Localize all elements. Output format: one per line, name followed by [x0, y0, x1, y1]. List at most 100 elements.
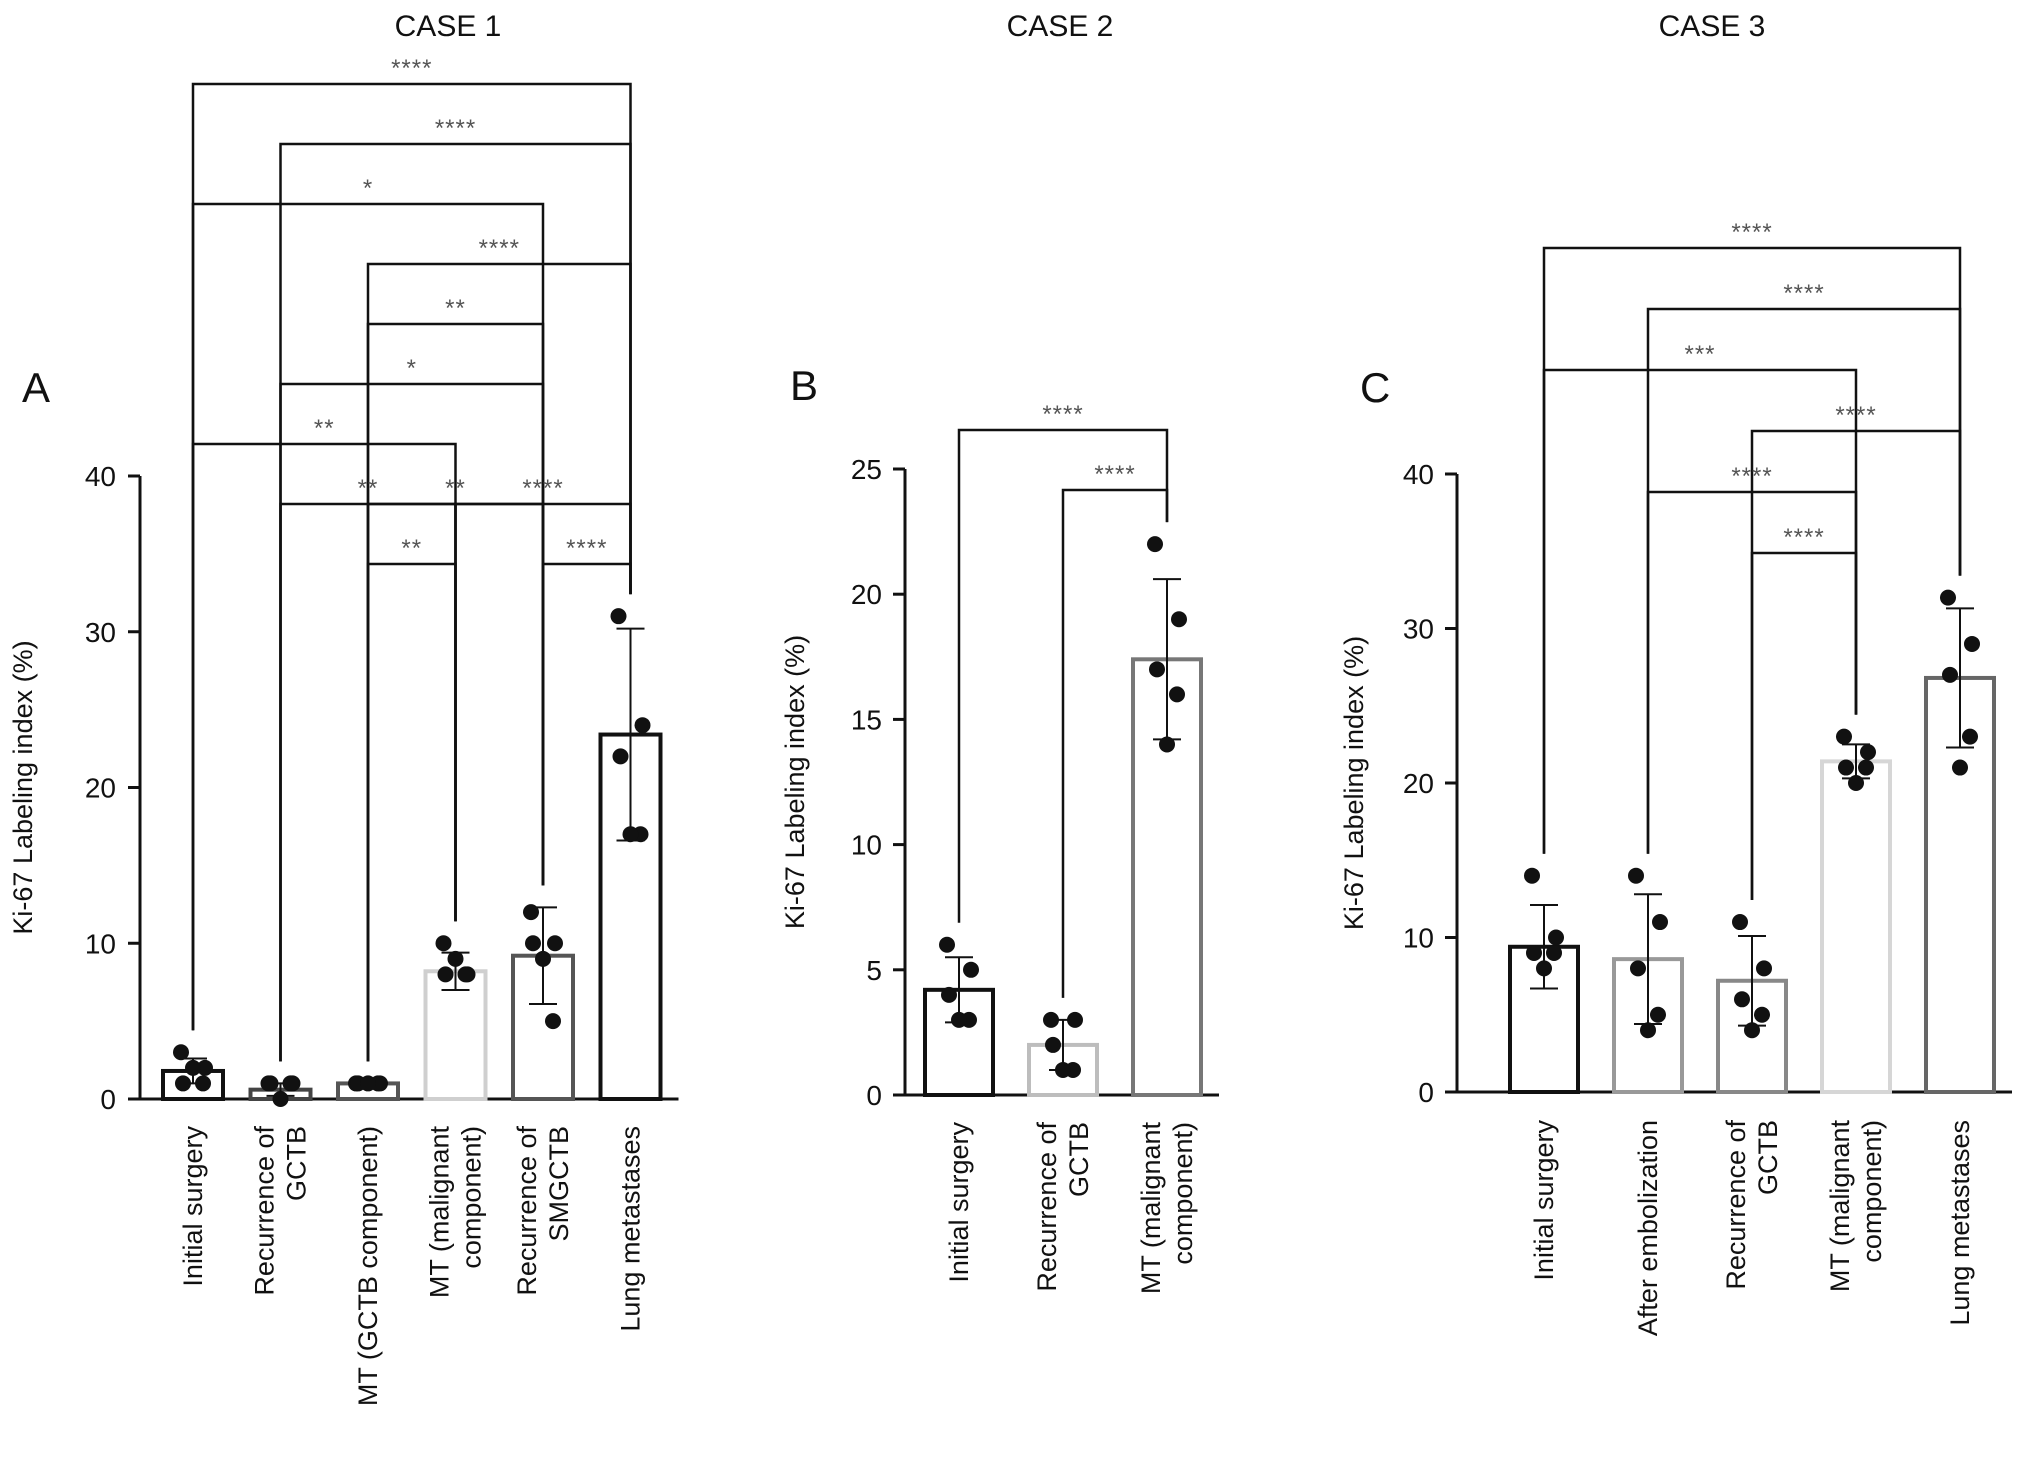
- significance-stars: ****: [522, 475, 563, 502]
- significance-stars: **: [445, 475, 466, 502]
- significance-stars: ****: [391, 55, 432, 82]
- data-point: [1524, 867, 1540, 884]
- significance-stars: ****: [566, 535, 607, 562]
- data-point: [1147, 536, 1163, 553]
- x-category-label-line: Initial surgery: [178, 1126, 208, 1287]
- data-point: [610, 608, 627, 625]
- data-point: [1962, 728, 1978, 745]
- significance-bracket: [191, 442, 457, 1031]
- panel-label-c: C: [1360, 364, 1390, 411]
- x-category-label-line: Recurrence of: [1032, 1122, 1062, 1292]
- significance-bracket: [1646, 307, 1962, 854]
- x-category-label: MT (GCTB component): [353, 1126, 383, 1406]
- data-point: [272, 1091, 289, 1107]
- data-point: [1964, 635, 1980, 652]
- y-axis-label: Ki-67 Labeling index (%): [780, 635, 810, 929]
- significance-bracket: [1542, 368, 1858, 854]
- significance-stars: **: [445, 295, 466, 322]
- x-category-label-line: Initial surgery: [1529, 1120, 1559, 1281]
- data-point: [197, 1059, 213, 1076]
- data-point: [1640, 1022, 1656, 1039]
- x-category-label: MT (malignantcomponent): [425, 1126, 487, 1299]
- y-tick-label: 20: [851, 579, 882, 610]
- significance-stars: ****: [1783, 280, 1824, 307]
- significance-stars: ****: [1783, 524, 1824, 551]
- case-title-b: CASE 2: [1007, 10, 1114, 43]
- x-category-label: Recurrence ofGCTB: [250, 1126, 312, 1296]
- y-axis-label: Ki-67 Labeling index (%): [8, 640, 38, 934]
- y-tick-label: 15: [851, 704, 882, 735]
- data-point: [622, 826, 639, 843]
- x-category-label: Recurrence ofSMGCTB: [512, 1126, 574, 1296]
- y-tick-label: 40: [1403, 459, 1434, 490]
- x-category-label: Lung metastases: [616, 1126, 646, 1332]
- significance-bracket: [541, 562, 632, 886]
- significance-stars: *: [407, 355, 417, 382]
- data-point: [175, 1075, 191, 1092]
- x-category-label-line: Initial surgery: [944, 1122, 974, 1283]
- data-point: [1732, 914, 1748, 931]
- x-category-label-line: GCTB: [282, 1126, 312, 1201]
- data-point: [282, 1075, 299, 1092]
- x-category-label: Initial surgery: [178, 1126, 208, 1287]
- data-point: [1159, 736, 1175, 753]
- data-point: [1838, 759, 1854, 776]
- data-point: [547, 935, 563, 952]
- data-point: [951, 1011, 967, 1028]
- significance-stars: **: [401, 535, 422, 562]
- data-point: [1652, 914, 1668, 931]
- y-tick-label: 30: [85, 617, 116, 648]
- data-point: [1171, 611, 1187, 628]
- data-point: [634, 717, 651, 734]
- significance-stars: **: [358, 475, 379, 502]
- data-point: [173, 1044, 189, 1061]
- x-category-label-line: component): [1168, 1122, 1198, 1265]
- data-point: [939, 936, 955, 953]
- x-category-label: Initial surgery: [944, 1122, 974, 1283]
- data-point: [185, 1059, 201, 1076]
- data-point: [1149, 661, 1165, 678]
- data-point: [1756, 960, 1772, 977]
- x-category-label: Initial surgery: [1529, 1120, 1559, 1281]
- x-category-label-line: After embolization: [1633, 1120, 1663, 1336]
- y-tick-label: 0: [100, 1084, 116, 1115]
- panel-label-a: A: [22, 364, 50, 411]
- x-category-label-line: Lung metastases: [616, 1126, 646, 1332]
- y-tick-label: 20: [1403, 768, 1434, 799]
- data-point: [1536, 960, 1552, 977]
- significance-stars: ****: [1835, 402, 1876, 429]
- data-point: [1860, 744, 1876, 761]
- x-category-label-line: component): [1857, 1120, 1887, 1263]
- significance-bracket: [366, 562, 457, 1062]
- y-tick-label: 30: [1403, 614, 1434, 645]
- x-category-label-line: MT (malignant: [1136, 1122, 1166, 1295]
- y-axis-label: Ki-67 Labeling index (%): [1339, 636, 1369, 930]
- data-point: [447, 950, 464, 967]
- y-tick-label: 20: [85, 773, 116, 804]
- significance-bracket: [279, 382, 545, 1062]
- x-category-label: Recurrence ofGCTB: [1032, 1122, 1094, 1292]
- x-category-label-line: MT (GCTB component): [353, 1126, 383, 1406]
- y-tick-label: 5: [866, 955, 882, 986]
- data-point: [1055, 1061, 1071, 1078]
- case-title-c: CASE 3: [1659, 10, 1766, 43]
- data-point: [1630, 960, 1646, 977]
- panel-label-b: B: [790, 362, 818, 409]
- significance-stars: ****: [479, 235, 520, 262]
- data-point: [1836, 728, 1852, 745]
- x-category-label: MT (malignantcomponent): [1825, 1120, 1887, 1293]
- x-category-label-line: GCTB: [1064, 1122, 1094, 1197]
- x-category-label-line: Recurrence of: [250, 1126, 280, 1296]
- data-point: [1754, 1006, 1770, 1023]
- y-tick-label: 10: [85, 928, 116, 959]
- significance-bracket: [1750, 551, 1858, 901]
- case-title-a: CASE 1: [395, 10, 502, 43]
- y-tick-label: 25: [851, 454, 882, 485]
